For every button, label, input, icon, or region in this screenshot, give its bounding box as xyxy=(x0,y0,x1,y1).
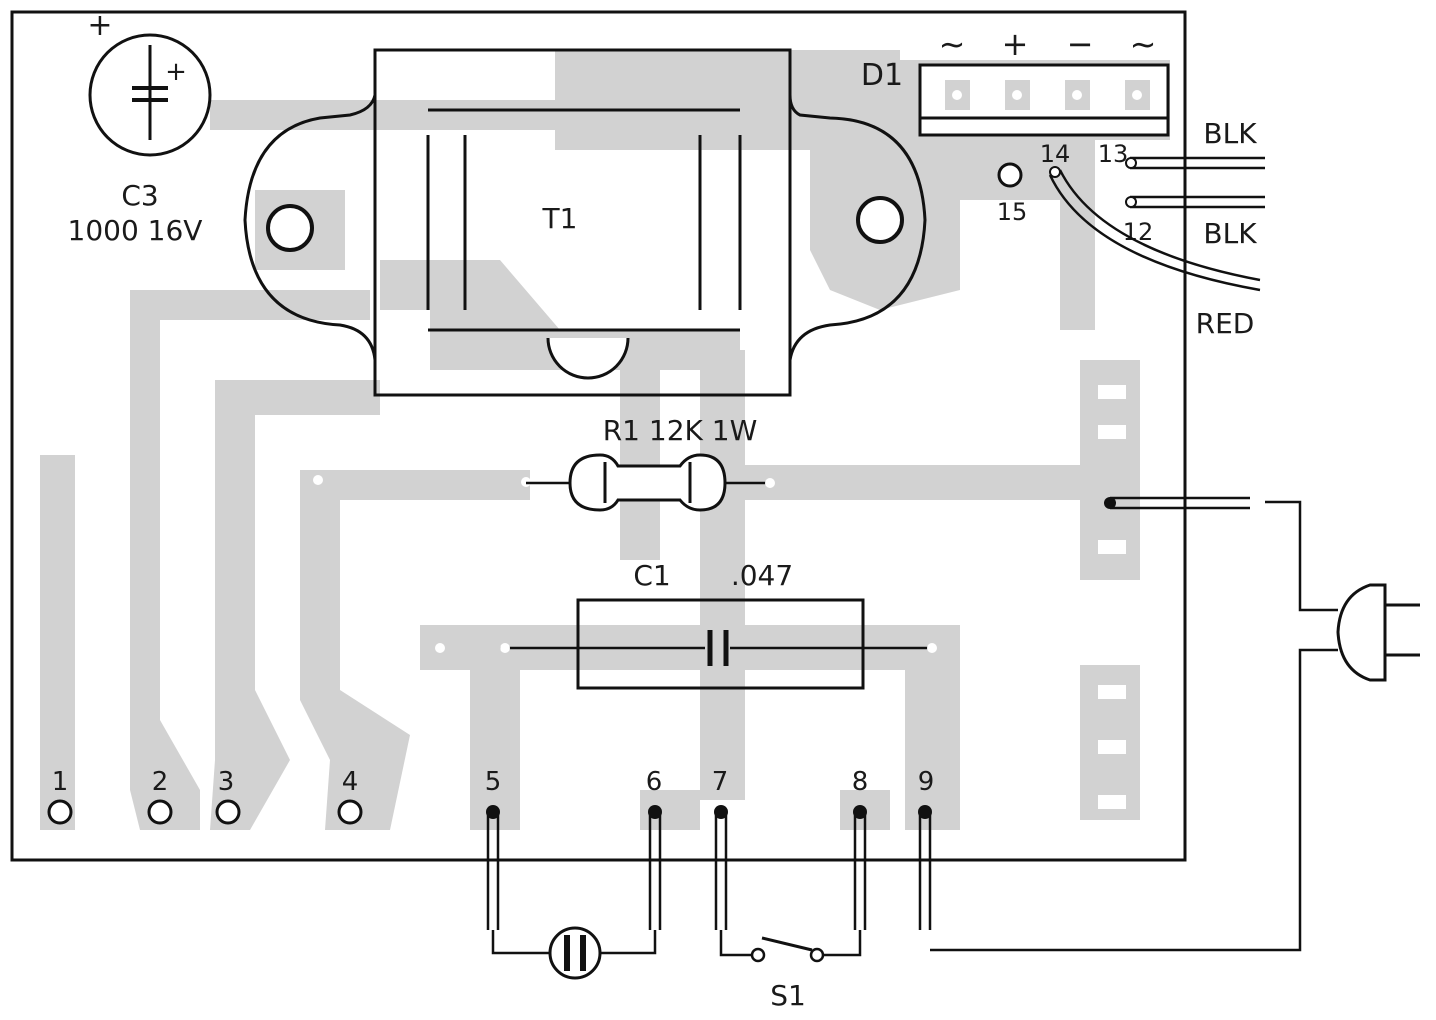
pad-4 xyxy=(337,799,363,825)
c1-ref-label: C1 xyxy=(633,559,670,592)
switch-icon xyxy=(761,936,813,952)
pad-3 xyxy=(215,799,241,825)
external-leads xyxy=(486,805,932,930)
wire-blk-bottom xyxy=(1130,195,1265,209)
pad-1 xyxy=(47,799,73,825)
pad-label-3: 3 xyxy=(218,767,235,797)
d1-pin-ac1: ~ xyxy=(939,25,966,63)
pad-label-14: 14 xyxy=(1040,140,1071,168)
board-hole xyxy=(570,795,610,835)
right-wire-terminals: 15 14 13 12 BLK BLK RED xyxy=(997,117,1265,340)
pad-label-7: 7 xyxy=(712,767,729,797)
c1-value-label: .047 xyxy=(731,559,793,592)
resistor-r1: R1 12K 1W xyxy=(313,414,775,512)
t1-mount-hole-right xyxy=(856,196,904,244)
wire-label-blk-top: BLK xyxy=(1203,117,1257,150)
neon-lamp-icon xyxy=(548,926,602,980)
power-cord xyxy=(930,496,1420,952)
t1-ref-label: T1 xyxy=(542,202,578,235)
c3-plus-outer: + xyxy=(87,8,112,43)
trace-pad2 xyxy=(130,290,370,830)
trace-pad1 xyxy=(40,455,75,830)
d1-ref-label: D1 xyxy=(861,58,903,93)
bottom-pads: 1 2 3 4 5 6 7 8 9 xyxy=(47,767,935,835)
pad-label-1: 1 xyxy=(52,767,69,797)
wire-cord-top xyxy=(1110,496,1338,612)
pad-label-6: 6 xyxy=(646,767,663,797)
d1-pin-minus: − xyxy=(1067,25,1094,63)
capacitor-c1: C1 .047 xyxy=(435,559,937,690)
trace-center-trunk xyxy=(620,350,660,560)
c3-plus-inner: + xyxy=(165,57,187,87)
wire-label-red: RED xyxy=(1196,307,1255,340)
pad-label-8: 8 xyxy=(852,767,869,797)
s1-ref-label: S1 xyxy=(770,979,806,1012)
trace-right-strip xyxy=(1080,360,1140,580)
pad-15 xyxy=(997,162,1023,188)
pad-label-13: 13 xyxy=(1098,140,1129,168)
resistor-icon xyxy=(568,453,727,512)
trace-pad6 xyxy=(640,790,700,830)
pad-label-2: 2 xyxy=(152,767,169,797)
wire-blk-top xyxy=(1130,156,1265,170)
trace-r1-right-bus xyxy=(740,465,1100,500)
wire-cord-bottom xyxy=(930,648,1338,952)
trace-t1-bottom xyxy=(380,260,740,370)
trace-pad5 xyxy=(470,660,520,830)
wire-label-blk-bottom: BLK xyxy=(1203,217,1257,250)
trace-pad9 xyxy=(905,665,960,830)
r1-label: R1 12K 1W xyxy=(603,414,758,447)
wire-red xyxy=(1048,169,1261,292)
d1-pin-ac2: ~ xyxy=(1130,25,1157,63)
pad-label-5: 5 xyxy=(485,767,502,797)
pad-label-15: 15 xyxy=(997,198,1028,226)
pad-label-4: 4 xyxy=(342,767,359,797)
neon-lamp xyxy=(491,926,657,980)
pad-2 xyxy=(147,799,173,825)
capacitor-icon xyxy=(576,598,865,690)
trace-pad4 xyxy=(300,470,530,830)
switch-s1: S1 xyxy=(719,930,862,1012)
c3-value-label: 1000 16V xyxy=(68,214,203,247)
right-strip-slots xyxy=(1098,385,1126,809)
bridge-rectifier-d1: D1 ~ + − ~ xyxy=(861,25,1170,137)
transformer-t1: T1 xyxy=(243,48,927,397)
trace-pad3 xyxy=(210,380,380,830)
capacitor-c3: + + C3 1000 16V xyxy=(68,8,212,247)
t1-mount-hole-left xyxy=(266,204,314,252)
power-plug-icon xyxy=(1336,583,1420,682)
board-outline xyxy=(10,10,1187,862)
d1-pin-plus: + xyxy=(1002,25,1029,63)
pad-label-9: 9 xyxy=(918,767,935,797)
trace-top-right xyxy=(555,50,900,150)
c3-ref-label: C3 xyxy=(121,179,158,212)
